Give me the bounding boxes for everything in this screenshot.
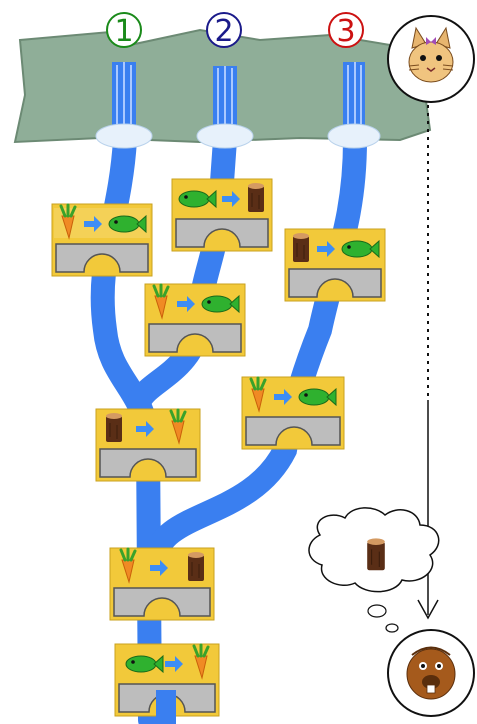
svg-text:3: 3	[336, 14, 355, 49]
waterfall-2	[196, 66, 254, 149]
log-icon	[366, 537, 386, 571]
cat-icon	[408, 26, 454, 83]
log-icon	[292, 232, 310, 263]
svg-text:1: 1	[114, 14, 133, 49]
waterfall-label-1: 1	[106, 12, 142, 49]
thought-bubble	[308, 507, 440, 633]
log-icon	[105, 412, 123, 443]
log-icon	[247, 182, 265, 213]
bridge-4	[144, 283, 246, 357]
bridge-7	[109, 547, 215, 621]
bridge-6	[95, 408, 201, 482]
bridge-5	[241, 376, 345, 450]
waterfall-3	[327, 62, 381, 149]
bridge-1	[51, 203, 153, 277]
waterfall-1	[95, 62, 153, 149]
log-icon	[187, 551, 205, 582]
river-outflow	[156, 690, 176, 724]
path-arrow	[417, 400, 439, 620]
waterfall-label-3: 3	[328, 12, 364, 49]
beaver-character	[387, 629, 475, 717]
svg-text:2: 2	[214, 14, 233, 49]
bridge-2	[171, 178, 273, 252]
waterfall-label-2: 2	[206, 12, 242, 49]
cat-character	[387, 15, 475, 103]
bridge-3	[284, 228, 386, 302]
beaver-icon	[406, 646, 456, 700]
